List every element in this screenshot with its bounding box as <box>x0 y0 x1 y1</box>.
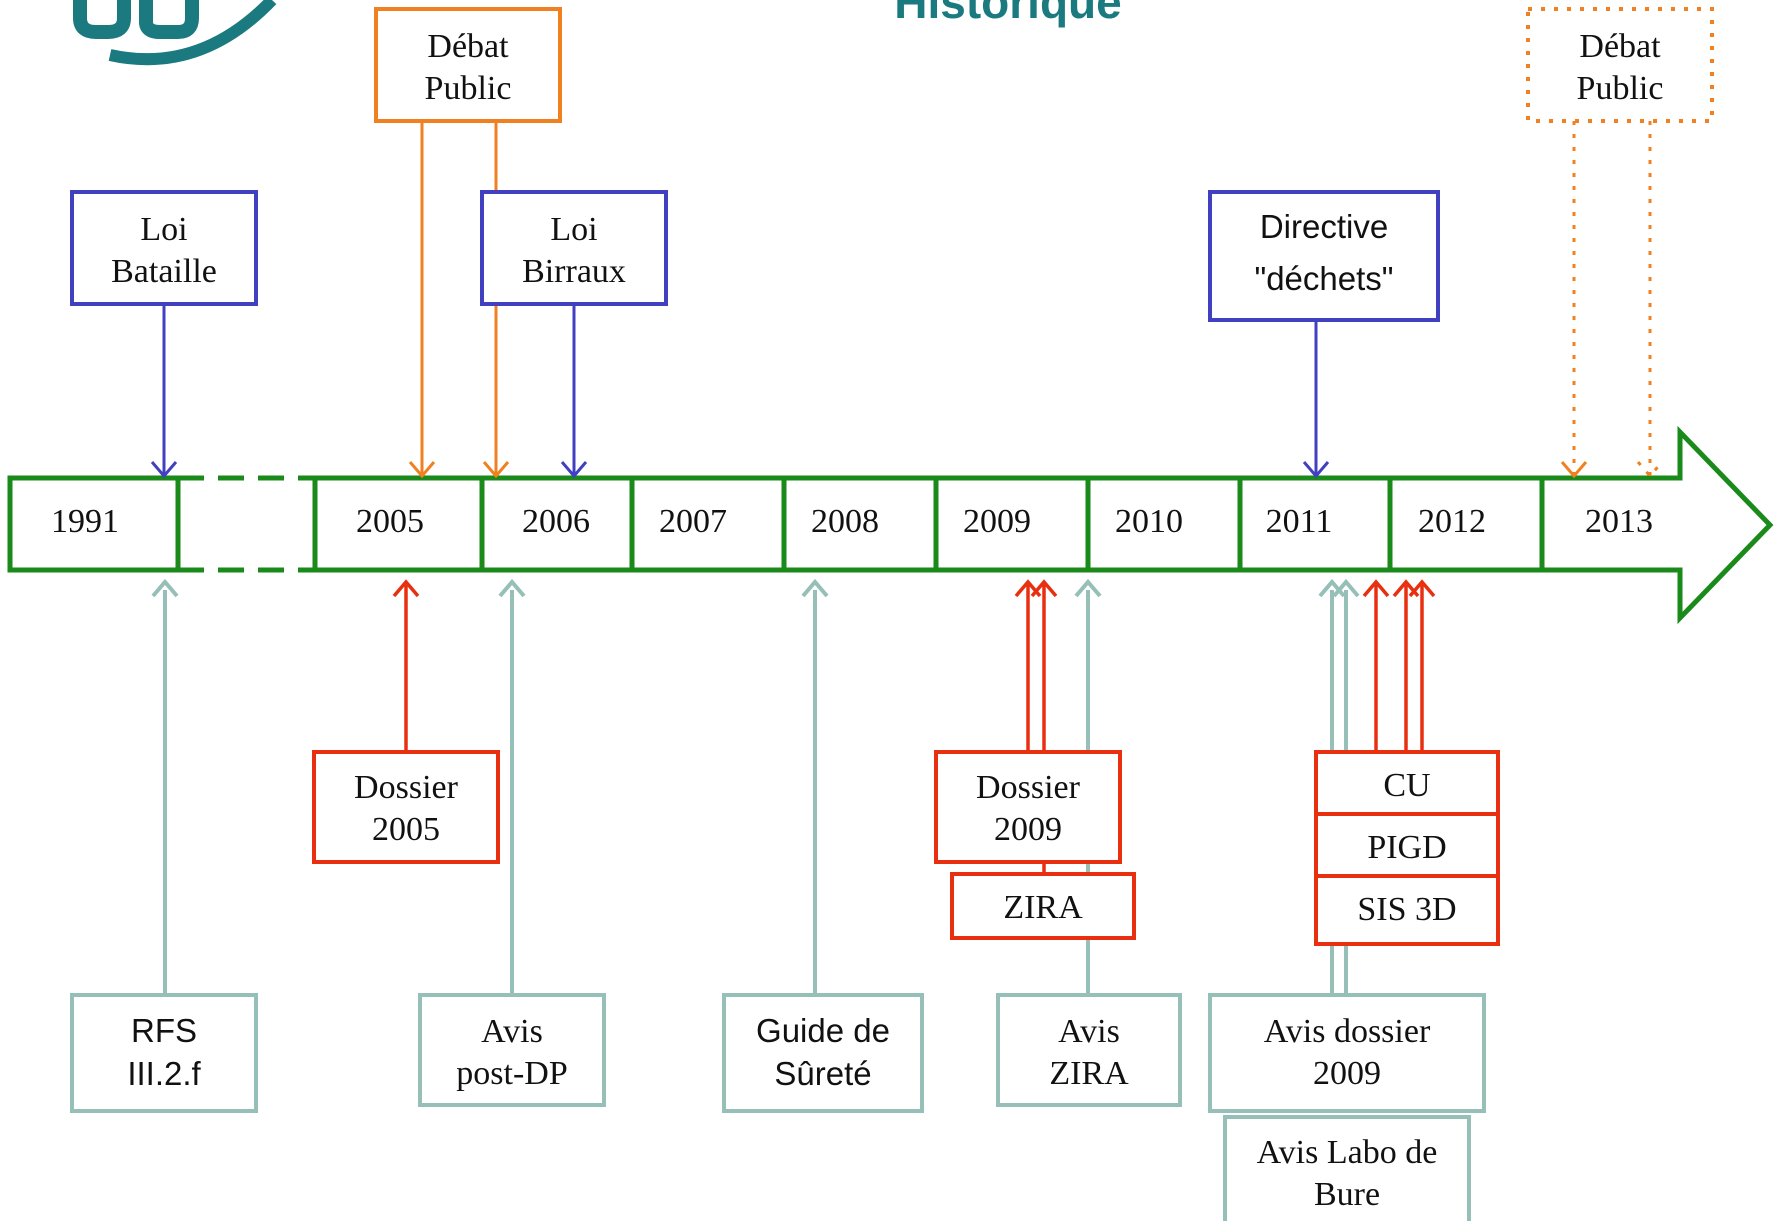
year-label: 2010 <box>1115 503 1183 540</box>
arrowhead-icon <box>408 461 436 479</box>
event-label: Débat <box>1579 28 1661 65</box>
arrowhead-icon <box>392 579 420 598</box>
opinion-label: III.2.f <box>127 1055 201 1092</box>
logo-icon <box>73 0 277 66</box>
event-box <box>1526 7 1714 123</box>
year-label: 2008 <box>811 503 879 540</box>
opinion-box <box>418 993 606 1107</box>
event-label: "déchets" <box>1254 260 1393 297</box>
opinion-label: Avis <box>1058 1013 1120 1050</box>
opinion-box <box>70 993 258 1113</box>
event-label: Loi <box>140 211 187 248</box>
opinion-label: RFS <box>131 1012 197 1049</box>
event-label: Bataille <box>111 253 217 290</box>
timeline-arrow-body <box>312 425 1774 625</box>
opinion-box <box>722 993 924 1113</box>
arrowhead-icon <box>560 461 588 479</box>
arrowhead-icon <box>1362 579 1390 598</box>
opinion-avis-zira: Avis ZIRA <box>996 993 1182 1107</box>
dossier-label: SIS 3D <box>1357 891 1456 928</box>
dossier-zira: ZIRA <box>950 872 1136 940</box>
arrowhead-icon <box>1332 578 1360 598</box>
year-label: 2013 <box>1585 503 1653 540</box>
event-label: Public <box>1577 70 1664 107</box>
opinion-box <box>996 993 1182 1107</box>
opinion-avis-labo-bure: Avis Labo de Bure <box>1223 1115 1471 1221</box>
page-title: Historique <box>894 0 1121 28</box>
arrowhead-icon <box>150 461 178 479</box>
dossier-box <box>1314 750 1500 816</box>
year-label: 2007 <box>659 503 727 540</box>
opinion-rfs: RFS III.2.f <box>70 993 258 1113</box>
dossier-label: Dossier <box>976 769 1081 806</box>
opinion-label: Guide de <box>756 1012 890 1049</box>
arrowhead-icon <box>1302 461 1330 479</box>
timeline-arrow <box>7 425 1774 625</box>
opinion-label: Avis dossier <box>1264 1013 1431 1050</box>
opinion-box <box>1208 993 1486 1113</box>
opinion-label: post-DP <box>456 1055 567 1092</box>
event-label: Loi <box>550 211 597 248</box>
dossier-arrows <box>392 579 1436 752</box>
dossier-2005: Dossier 2005 <box>312 750 500 864</box>
year-label: 2006 <box>522 503 590 540</box>
event-label: Débat <box>427 28 509 65</box>
year-label: 2005 <box>356 503 424 540</box>
event-box <box>374 7 562 123</box>
arrowhead-icon <box>498 578 526 598</box>
year-label: 2009 <box>963 503 1031 540</box>
opinion-avis-post-dp: Avis post-DP <box>418 993 606 1107</box>
opinion-label: Bure <box>1314 1176 1380 1213</box>
dossier-label: CU <box>1383 767 1430 804</box>
event-loi-bataille: Loi Bataille <box>70 190 258 479</box>
timeline-cell-1991 <box>7 475 181 573</box>
dossier-cu: CU <box>1314 750 1500 816</box>
opinion-guide-surete: Guide de Sûreté <box>722 993 924 1113</box>
dossier-sis-3d: SIS 3D <box>1314 874 1500 946</box>
opinion-box <box>1223 1115 1471 1221</box>
event-loi-birraux: Loi Birraux <box>480 190 668 479</box>
dossier-label: ZIRA <box>1003 889 1083 926</box>
opinion-label: Avis <box>481 1013 543 1050</box>
dossier-label: 2005 <box>372 811 440 848</box>
opinion-avis-dossier-2009: Avis dossier 2009 <box>1208 993 1486 1113</box>
opinion-label: Sûreté <box>774 1055 871 1092</box>
arrowhead-icon <box>1030 579 1058 598</box>
opinion-label: ZIRA <box>1049 1055 1129 1092</box>
event-debat-public-2013: Débat Public <box>1526 7 1714 479</box>
arrowhead-icon <box>1560 461 1588 479</box>
arrowhead-icon <box>1074 578 1102 598</box>
dossier-label: 2009 <box>994 811 1062 848</box>
arrowhead-icon <box>801 578 829 598</box>
dossier-2009: Dossier 2009 <box>934 750 1122 874</box>
dossier-label: Dossier <box>354 769 459 806</box>
arrowhead-icon <box>482 461 510 479</box>
year-label: 1991 <box>51 503 119 540</box>
year-label: 2012 <box>1418 503 1486 540</box>
arrowhead-icon <box>151 578 179 598</box>
opinion-label: Avis Labo de <box>1257 1134 1438 1171</box>
arrowhead-icon <box>1636 461 1664 479</box>
year-label: 2011 <box>1266 503 1333 540</box>
dossier-box <box>1314 874 1500 946</box>
event-label: Public <box>425 70 512 107</box>
dossier-box <box>950 872 1136 940</box>
opinion-label: 2009 <box>1313 1055 1381 1092</box>
event-directive-dechets: Directive "déchets" <box>1208 190 1440 479</box>
event-label: Directive <box>1260 208 1388 245</box>
event-box <box>1208 190 1440 322</box>
dossier-label: PIGD <box>1367 829 1446 866</box>
event-label: Birraux <box>522 253 626 290</box>
arrowhead-icon <box>1408 579 1436 598</box>
year-labels: 1991 2005 2006 2007 2008 2009 2010 2011 … <box>51 503 1653 540</box>
dossier-pigd: PIGD <box>1314 812 1500 878</box>
dossier-box <box>934 750 1122 864</box>
dossier-box <box>312 750 500 864</box>
